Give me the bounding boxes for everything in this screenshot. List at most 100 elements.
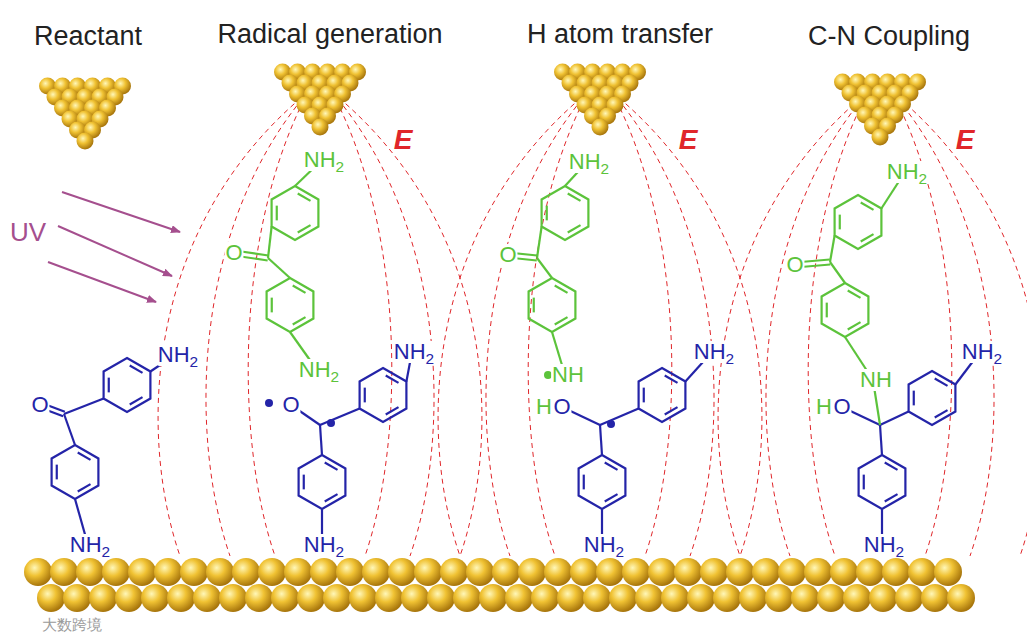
- radical-dot: [607, 420, 615, 428]
- radical-dot: [265, 399, 273, 407]
- gold-atom: [791, 584, 819, 612]
- gold-tip-atom: [77, 133, 94, 150]
- atom-label: O: [832, 396, 851, 418]
- gold-atom: [674, 558, 702, 586]
- gold-atom: [518, 558, 546, 586]
- double-bond: [130, 366, 143, 373]
- bond: [830, 236, 835, 263]
- double-bond: [568, 194, 581, 201]
- double-bond: [298, 225, 311, 232]
- double-bond: [643, 388, 645, 403]
- atom-label: NH2: [303, 534, 345, 556]
- double-bond: [303, 475, 305, 490]
- gold-atom: [856, 558, 884, 586]
- bond: [600, 425, 602, 455]
- atom-label: NH: [859, 369, 893, 391]
- bond: [268, 227, 272, 259]
- bond: [268, 258, 290, 278]
- atom-label: NH2: [886, 161, 928, 183]
- double-bond: [78, 484, 91, 491]
- double-bond: [848, 322, 861, 329]
- atom-label: NH2: [568, 151, 610, 173]
- gold-atom: [700, 558, 728, 586]
- radical-dot: [327, 419, 335, 427]
- benzene-ring: [299, 455, 346, 509]
- gold-atom: [635, 584, 663, 612]
- field-line: [158, 92, 308, 556]
- field-line: [612, 92, 672, 556]
- double-bond: [271, 298, 273, 313]
- atom-label: NH2: [157, 344, 199, 366]
- double-bond: [935, 379, 948, 386]
- double-bond: [583, 475, 585, 490]
- double-bond: [885, 494, 898, 501]
- benzene-ring: [360, 368, 407, 422]
- field-line: [332, 92, 482, 556]
- benzene-ring: [272, 186, 319, 240]
- gold-atom: [167, 584, 195, 612]
- atom-label: H: [535, 396, 553, 418]
- gold-atom: [271, 584, 299, 612]
- atom-label: NH2: [298, 359, 340, 381]
- gold-atom: [102, 558, 130, 586]
- gold-tip-atom: [312, 119, 329, 136]
- double-bond: [56, 465, 58, 480]
- gold-atom: [193, 584, 221, 612]
- benzene-ring: [909, 371, 956, 425]
- gold-atom: [245, 584, 273, 612]
- field-label: E: [956, 126, 975, 154]
- gold-atom: [440, 558, 468, 586]
- double-bond: [364, 388, 366, 403]
- field-line: [612, 92, 714, 556]
- double-bond: [839, 215, 841, 230]
- gold-atom: [908, 558, 936, 586]
- gold-atom: [141, 584, 169, 612]
- double-bond: [293, 317, 306, 324]
- panel-heading: H atom transfer: [527, 21, 713, 48]
- atom-label: NH2: [393, 341, 435, 363]
- molecules: [39, 160, 980, 545]
- gold-atom: [687, 584, 715, 612]
- watermark: 大数跨境: [42, 617, 102, 632]
- benzene-ring: [542, 186, 589, 240]
- double-bond: [863, 475, 865, 490]
- gold-atom: [843, 584, 871, 612]
- bond: [537, 227, 542, 259]
- benzene-ring: [267, 278, 314, 332]
- double-bond: [546, 206, 548, 221]
- benzene-ring: [822, 283, 869, 337]
- gold-atom: [180, 558, 208, 586]
- atom-label: NH2: [693, 341, 735, 363]
- gold-surface-and-tips: [24, 64, 975, 613]
- gold-atom: [89, 584, 117, 612]
- gold-atom: [414, 558, 442, 586]
- atom-label: O: [552, 396, 571, 418]
- gold-atom: [778, 558, 806, 586]
- gold-atom: [349, 584, 377, 612]
- gold-atom: [648, 558, 676, 586]
- bond: [64, 399, 104, 415]
- gold-atom: [895, 584, 923, 612]
- gold-atom: [219, 584, 247, 612]
- gold-atom: [531, 584, 559, 612]
- gold-atom: [258, 558, 286, 586]
- gold-tip-atom: [592, 119, 609, 136]
- atom-label: O: [281, 394, 300, 416]
- gold-atom: [63, 584, 91, 612]
- double-bond: [605, 494, 618, 501]
- gold-atom: [284, 558, 312, 586]
- gold-atom: [388, 558, 416, 586]
- uv-arrows: [48, 192, 180, 302]
- field-lines: [158, 92, 1027, 556]
- gold-atom: [76, 558, 104, 586]
- double-bond: [325, 463, 338, 470]
- field-line: [612, 92, 762, 556]
- gold-atom: [362, 558, 390, 586]
- atom-label: NH2: [303, 149, 345, 171]
- gold-atom: [804, 558, 832, 586]
- bond: [880, 412, 909, 426]
- gold-atom: [375, 584, 403, 612]
- double-bond: [826, 303, 828, 318]
- atom-label: H: [815, 396, 833, 418]
